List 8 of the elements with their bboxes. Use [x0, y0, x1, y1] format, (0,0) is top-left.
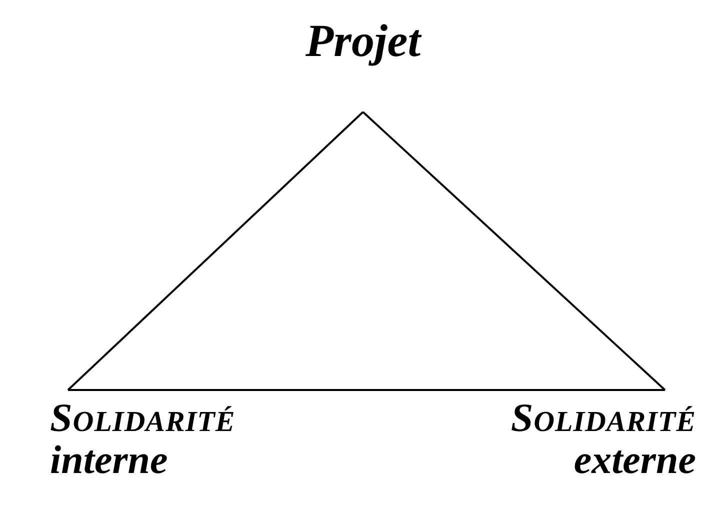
vertex-label: interne [50, 440, 168, 480]
vertex-label: SOLIDARITÉ [50, 396, 236, 440]
triangle-side [67, 111, 364, 391]
vertex-label: externe [574, 440, 696, 480]
vertex-label: Projet [306, 18, 420, 64]
triangle-side [68, 389, 665, 391]
vertex-label: SOLIDARITÉ [510, 396, 696, 440]
triangle-side [362, 111, 666, 391]
